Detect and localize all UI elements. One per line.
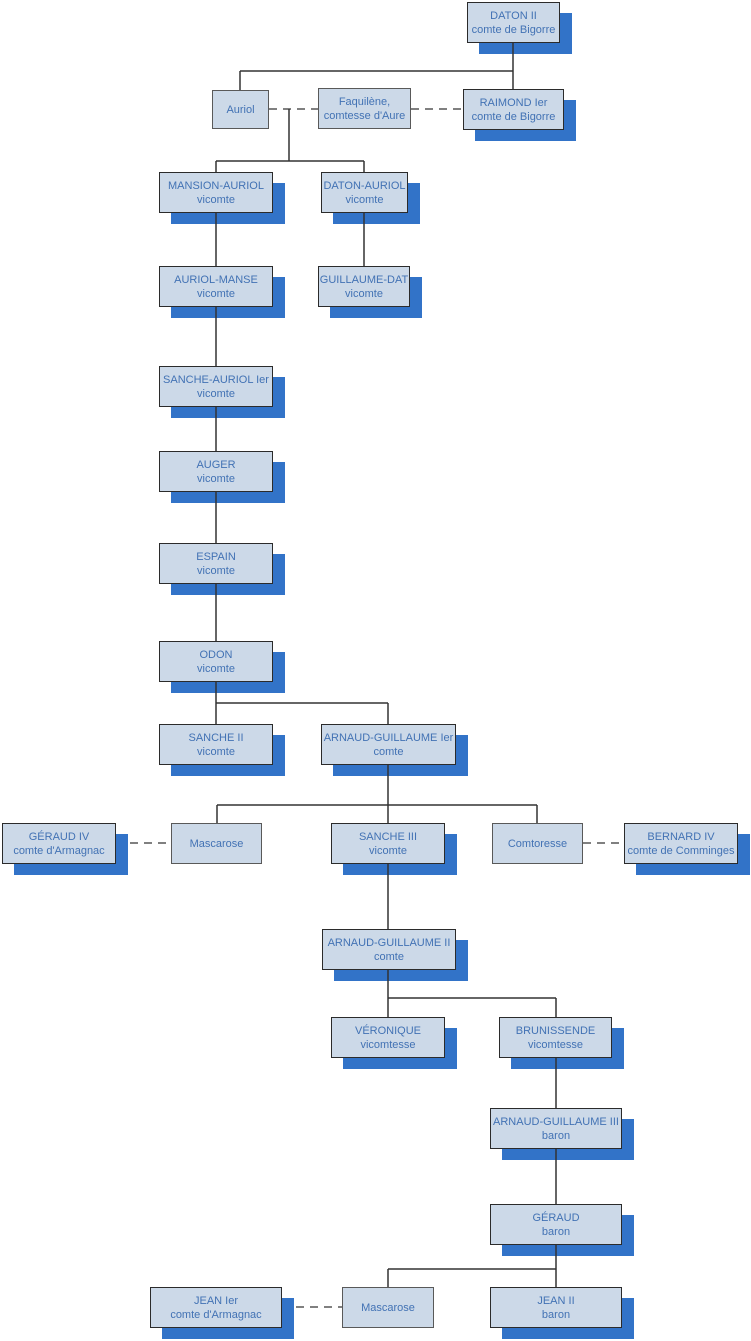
- descent-lines-layer: [215, 43, 557, 1287]
- marriage-lines-layer: [116, 108, 624, 1308]
